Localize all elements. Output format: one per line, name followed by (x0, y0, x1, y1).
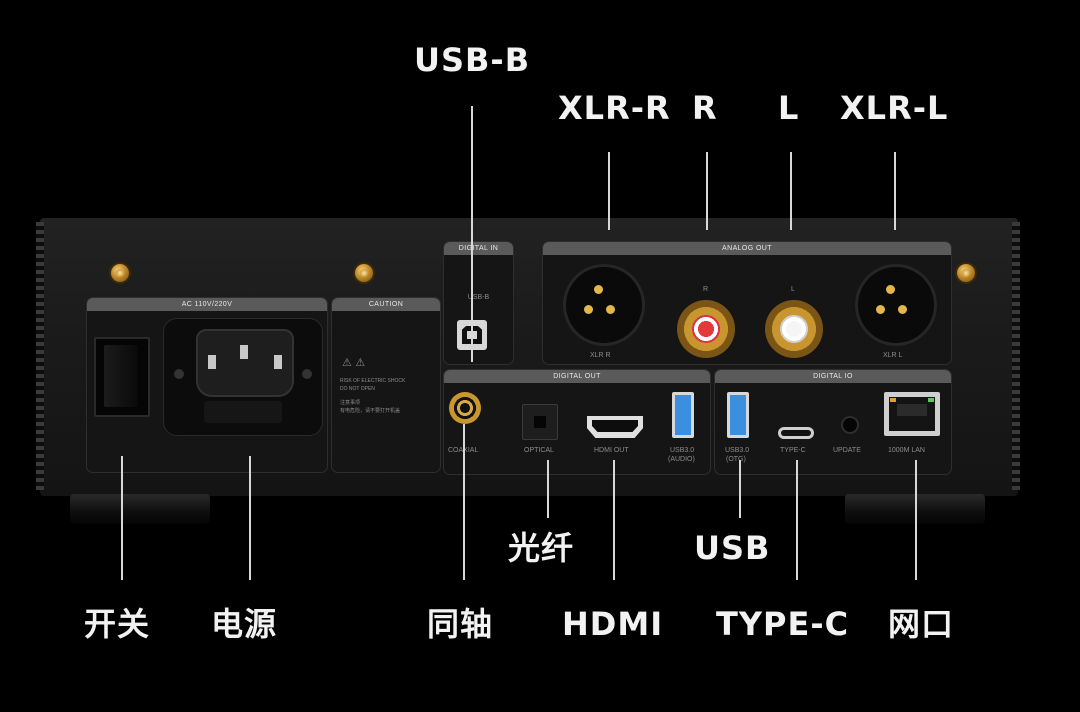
right-cooling-fins (1012, 222, 1020, 490)
antenna-connector-icon (957, 264, 975, 282)
analog-out-label: ANALOG OUT (722, 245, 772, 252)
callout-usb-b: USB-B (414, 41, 531, 79)
callout-xlr-l: XLR-L (840, 89, 949, 127)
leader-line (471, 106, 473, 362)
usb-otg-port[interactable] (727, 392, 749, 438)
left-foot (70, 494, 210, 524)
xlr-l-output[interactable] (858, 267, 934, 343)
caution-section-label: CAUTION (368, 301, 404, 308)
update-port-label: UPDATE (833, 447, 861, 454)
usb-otg-port-label: USB3.0 (725, 447, 750, 454)
callout-power: 电源 (211, 605, 278, 643)
callout-xlr-r: XLR-R (558, 89, 671, 127)
callout-l: L (778, 89, 800, 127)
callout-usb: USB (694, 529, 771, 567)
usb-otg-port-label: (OTG) (726, 456, 746, 463)
xlr-r-port-label: XLR R (590, 352, 611, 359)
caution-text-cn: 注意事项 (340, 400, 361, 406)
hdmi-output[interactable] (587, 416, 643, 438)
leader-line (706, 152, 708, 230)
optical-port-label: OPTICAL (524, 447, 554, 454)
usb-audio-port-label: USB3.0 (670, 447, 695, 454)
caution-text-cn: 有电危险，请不要打开机盖 (340, 408, 401, 414)
leader-line (249, 456, 251, 580)
antenna-connector-icon (355, 264, 373, 282)
callout-coaxial: 同轴 (427, 605, 494, 643)
leader-line (790, 152, 792, 230)
rca-r-output[interactable] (677, 300, 735, 358)
power-switch[interactable] (94, 337, 150, 417)
digital-in-label: DIGITAL IN (458, 245, 499, 252)
callout-optical: 光纤 (508, 529, 575, 567)
digital-out-label: DIGITAL OUT (553, 373, 601, 380)
leader-line (613, 460, 615, 580)
leader-line (608, 152, 610, 230)
rca-l-port-label: L (791, 286, 795, 293)
optical-output[interactable] (522, 404, 558, 440)
callout-type-c: TYPE-C (716, 605, 850, 643)
xlr-r-output[interactable] (566, 267, 642, 343)
hdmi-port-label: HDMI OUT (594, 447, 629, 454)
lan-port-label: 1000M LAN (888, 447, 925, 454)
leader-line (463, 424, 465, 580)
callout-hdmi: HDMI (562, 605, 664, 643)
callout-r: R (692, 89, 718, 127)
usb-audio-port-label: (AUDIO) (668, 456, 695, 463)
type-c-port[interactable] (778, 427, 814, 439)
leader-line (121, 456, 123, 580)
callout-switch: 开关 (84, 605, 151, 643)
usb-audio-port[interactable] (672, 392, 694, 438)
leader-line (739, 460, 741, 518)
caution-text: RISK OF ELECTRIC SHOCK (340, 378, 406, 384)
coaxial-output[interactable] (449, 392, 481, 424)
digital-io-label: DIGITAL IO (813, 373, 853, 380)
leader-line (894, 152, 896, 230)
lan-port[interactable] (884, 392, 940, 436)
rca-r-port-label: R (703, 286, 709, 293)
left-cooling-fins (36, 222, 44, 490)
leader-line (547, 460, 549, 518)
update-pinhole-button[interactable] (843, 418, 857, 432)
warning-icon: ⚠ ⚠ (342, 356, 366, 369)
caution-text: DO NOT OPEN (340, 386, 375, 392)
callout-lan: 网口 (888, 605, 955, 643)
antenna-connector-icon (111, 264, 129, 282)
digital-out-section: DIGITAL OUT (443, 369, 711, 475)
type-c-port-label: TYPE-C (780, 447, 806, 454)
caution-section: CAUTION ⚠ ⚠ RISK OF ELECTRIC SHOCK DO NO… (331, 297, 441, 473)
leader-line (796, 460, 798, 580)
ac-section-label: AC 110V/220V (181, 301, 233, 308)
rca-l-output[interactable] (765, 300, 823, 358)
usb-b-port-label: USB-B (467, 294, 490, 301)
xlr-l-port-label: XLR L (883, 352, 903, 359)
ac-power-inlet[interactable] (163, 318, 323, 436)
leader-line (915, 460, 917, 580)
digital-in-section: DIGITAL IN USB-B (443, 241, 514, 365)
